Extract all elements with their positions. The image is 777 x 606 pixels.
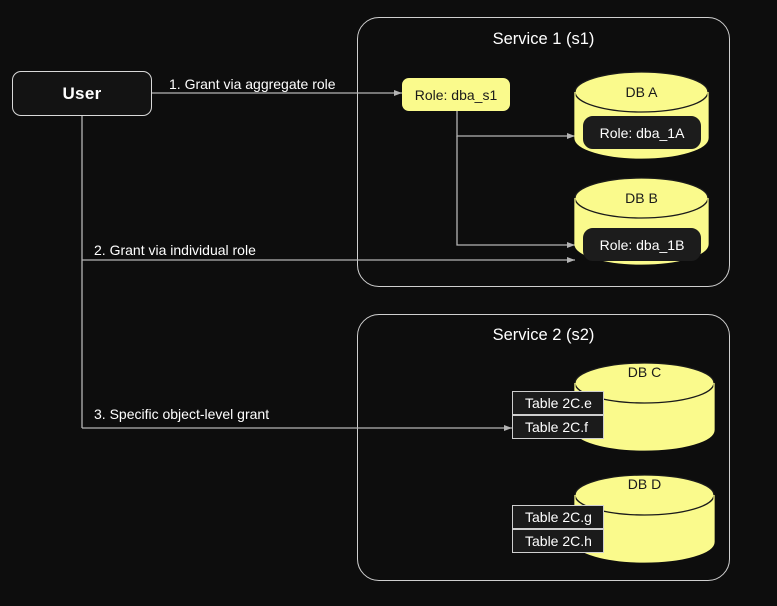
db-d-label: DB D [627,476,662,492]
table-2c-g-node[interactable]: Table 2C.g [512,505,604,529]
edge-1-label: 1. Grant via aggregate role [169,76,336,92]
db-c-label: DB C [627,364,662,380]
role-s1-to-dba-1b-line [456,136,575,249]
role-dba-s1-node[interactable]: Role: dba_s1 [402,78,510,111]
table-2c-h-node[interactable]: Table 2C.h [512,529,604,553]
service-1-container[interactable] [357,17,730,287]
user-node[interactable]: User [12,71,152,116]
role-dba-1a-node[interactable]: Role: dba_1A [583,116,701,149]
edge-3-label: 3. Specific object-level grant [94,406,270,422]
service-1-title: Service 1 (s1) [492,30,595,48]
role-dba-1b-node[interactable]: Role: dba_1B [583,228,701,261]
db-d-cylinder [574,474,715,563]
edge-2-label: 2. Grant via individual role [94,242,256,258]
db-c-cylinder [574,362,715,451]
table-2c-e-node[interactable]: Table 2C.e [512,391,604,415]
db-a-label: DB A [625,84,658,100]
db-b-label: DB B [625,190,658,206]
service-2-title: Service 2 (s2) [492,326,595,344]
table-2c-f-node[interactable]: Table 2C.f [512,415,604,439]
service-2-container[interactable] [357,314,730,581]
